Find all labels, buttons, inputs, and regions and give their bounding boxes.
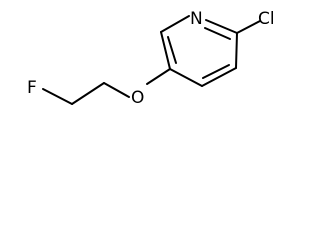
bond-c6-c5 [169, 68, 203, 87]
bond-ch2-ch2 [71, 82, 105, 105]
atom-label-oxygen: O [131, 88, 144, 108]
bond-n1-c2 [205, 19, 238, 34]
bond-c2-n1-double-inner [204, 27, 231, 40]
atom-label-fluorine: F [27, 78, 37, 98]
bond-c3-n1 [160, 15, 190, 33]
atom-label-chlorine: Cl [258, 9, 275, 29]
bond-o-ch2 [103, 82, 130, 98]
bond-c5-o [146, 68, 171, 85]
atom-label-nitrogen: N [190, 9, 203, 29]
bond-c1-c6 [201, 67, 237, 87]
bond-c5-c3-double-inner [167, 36, 177, 64]
bond-c2-c1 [235, 32, 238, 69]
chemical-structure-diagram: N Cl O F [27, 9, 275, 108]
bond-c1-c6-double-inner [202, 64, 230, 79]
bond-ch2-f [42, 88, 73, 105]
bond-c2-cl [236, 20, 261, 34]
bond-c5-c3 [160, 31, 171, 70]
